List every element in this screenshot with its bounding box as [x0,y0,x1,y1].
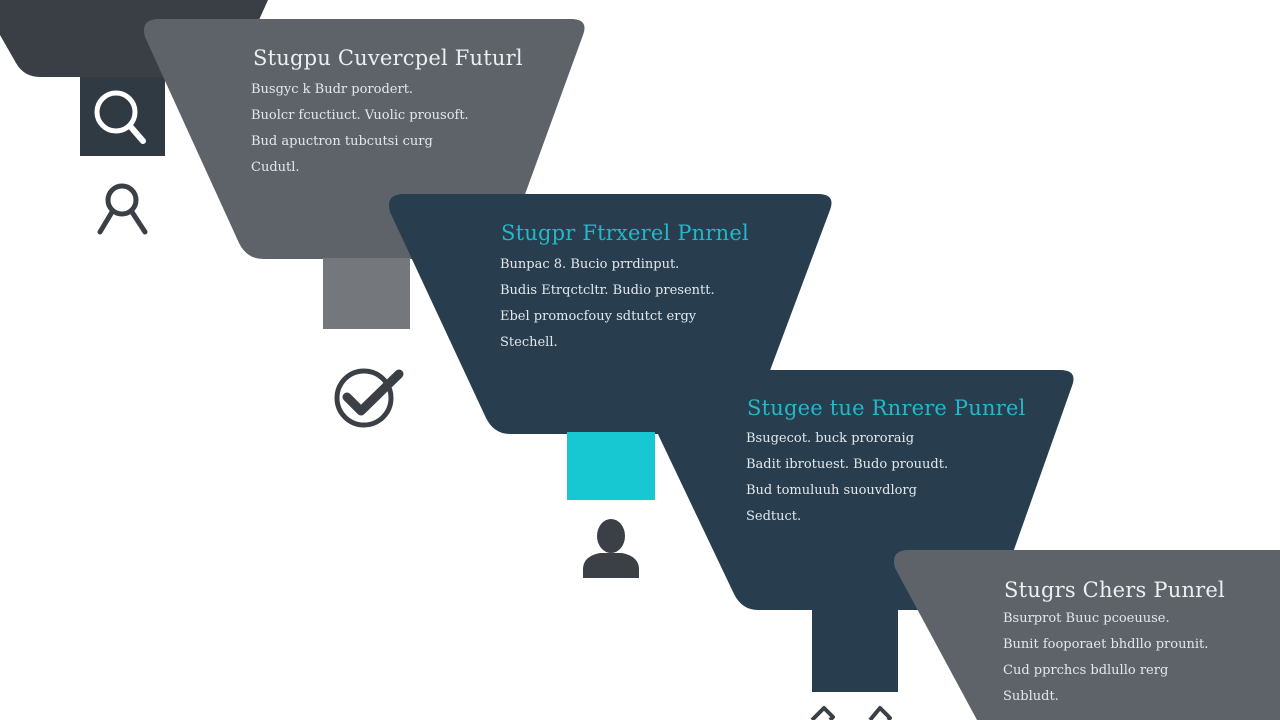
stage-line: Buolcr fcuctiuct. Vuolic prousoft. [251,108,469,123]
funnel-stage-4: Stugrs Chers Punrel Bsurprot Buuc pcoeuu… [893,550,1280,720]
stage-line: Budis Etrqctcltr. Budio presentt. [500,283,715,298]
stem-pencil [812,608,898,692]
search-icon [97,183,148,235]
pencil-icon-right [868,706,892,720]
stage-line: Bunpac 8. Bucio prrdinput. [500,257,680,272]
stage-title: Stugrs Chers Punrel [1004,578,1225,602]
funnel-shape [893,550,1280,720]
pencil-icon [810,706,892,720]
stage-line: Sedtuct. [746,509,802,524]
user-icon [583,519,639,578]
stage-title: Stugpu Cuvercpel Futurl [253,46,523,70]
stage-line: Subludt. [1003,689,1059,704]
stem-search [80,77,165,156]
pencil-icon-left [810,706,835,720]
stage-line: Bsugecot. buck prororaig [746,431,915,446]
stage-title: Stugee tue Rnrere Punrel [747,396,1026,420]
stem-check [323,258,410,329]
stage-line: Stechell. [500,335,558,350]
stage-line: Bunit fooporaet bhdllo prounit. [1003,637,1209,652]
stage-line: Bud tomuluuh suouvdlorg [746,483,917,498]
check-icon-mark [342,369,404,416]
stage-title: Stugpr Ftrxerel Pnrnel [501,221,749,245]
stage-line: Cudutl. [251,160,300,175]
user-icon-body [583,553,639,578]
stage-line: Badit ibrotuest. Budo prouudt. [746,457,949,472]
search-icon [94,90,146,144]
stage-line: Ebel promocfouy sdtutct ergy [500,309,697,324]
funnel-shape-path [893,550,1280,720]
check-icon [334,368,404,428]
stage-line: Busgyc k Budr porodert. [251,82,414,97]
stage-line: Cud pprchcs bdlullo rerg [1003,663,1169,678]
stage-line: Bsurprot Buuc pcoeuuse. [1003,611,1170,626]
stage-line: Bud apuctron tubcutsi curg [251,134,433,149]
stem-user [567,432,655,500]
